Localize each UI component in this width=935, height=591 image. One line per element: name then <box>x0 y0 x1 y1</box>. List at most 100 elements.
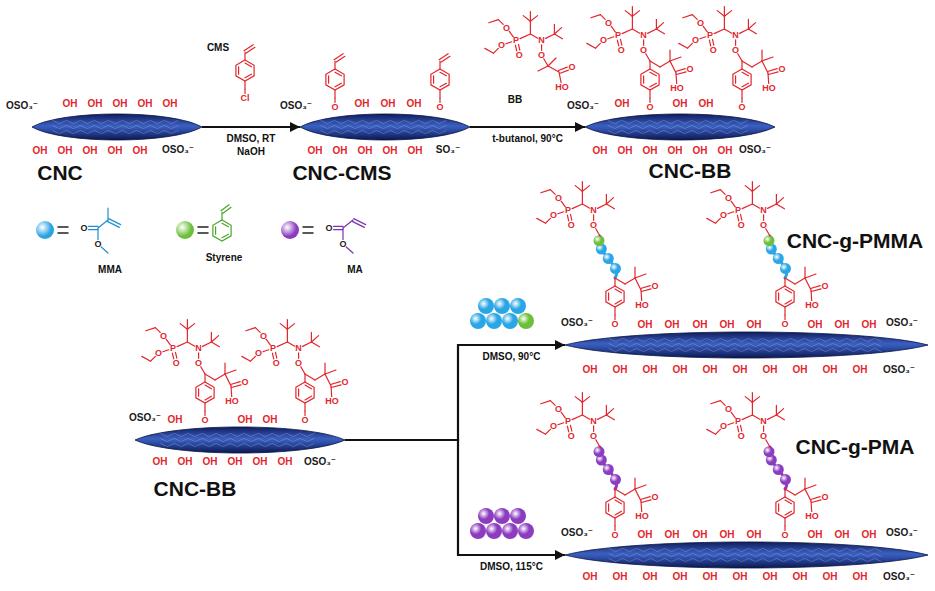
bond-line <box>615 300 621 304</box>
hydroxyl-group: OH <box>615 99 630 109</box>
surface-group: OSO₃⁻ <box>162 145 194 155</box>
arrow-line <box>470 126 585 128</box>
bond-line <box>776 405 777 415</box>
bond-line <box>741 61 742 69</box>
bond-line <box>632 16 633 29</box>
bond-line <box>641 497 651 500</box>
atom-label: O <box>516 50 523 59</box>
bond-line <box>641 500 651 503</box>
hydroxyl-group: OH <box>407 99 422 109</box>
bond-line <box>707 218 716 223</box>
atom-label: O <box>725 193 732 202</box>
bond-line <box>632 11 639 17</box>
bond-line <box>713 39 714 45</box>
bond-line <box>742 83 748 87</box>
hydroxyl-group: OH <box>665 530 680 540</box>
benzene-ring <box>196 382 214 403</box>
monomer-ball <box>510 298 526 314</box>
legend-text: MMA <box>98 265 122 275</box>
atom-label: O <box>339 240 346 249</box>
hydroxyl-group: OH <box>593 146 608 156</box>
bond-line <box>776 194 777 204</box>
bond-line <box>246 328 256 331</box>
bond-line <box>656 23 663 29</box>
hydroxyl-group: OH <box>668 146 683 156</box>
bond-line <box>89 226 99 227</box>
bond-line <box>776 198 783 204</box>
bond-line <box>221 212 222 220</box>
bond-line <box>608 293 609 300</box>
bond-line <box>784 518 785 526</box>
bond-line <box>776 415 784 420</box>
atom-label: P <box>735 417 741 426</box>
bond-line <box>97 228 98 240</box>
bond-line <box>606 409 613 415</box>
hydroxyl-group: OH <box>613 365 628 375</box>
bond-line <box>550 401 555 406</box>
bond-line <box>711 401 721 404</box>
nanocrystal-body <box>565 542 928 568</box>
benzene-ring <box>641 69 659 90</box>
bond-line <box>591 15 601 18</box>
atom-label: O <box>538 50 545 59</box>
bond-line <box>330 386 332 397</box>
bond-line <box>230 386 232 397</box>
bond-line <box>766 440 770 447</box>
bond-line <box>582 402 583 415</box>
bond-line <box>804 267 805 278</box>
monomer-ball <box>610 474 621 485</box>
bond-line <box>231 385 241 388</box>
bond-line <box>494 48 499 53</box>
hydroxyl-group: OH <box>733 365 748 375</box>
bond-line <box>740 29 749 33</box>
bond-line <box>785 300 791 304</box>
bond-line <box>776 204 784 209</box>
bond-line <box>600 15 605 20</box>
bond-line <box>598 204 607 208</box>
hydroxyl-group: OH <box>673 572 688 582</box>
hydroxyl-group: OH <box>355 99 370 109</box>
bond-line <box>615 289 621 293</box>
atom-label: O <box>255 349 262 358</box>
bond-line <box>558 67 567 70</box>
equals-sign <box>58 226 68 228</box>
cellulose-chain <box>609 548 882 551</box>
bond-line <box>752 61 762 67</box>
arrowhead <box>555 340 565 350</box>
bond-line <box>692 15 697 20</box>
atom-label: P <box>735 206 741 215</box>
bond-line <box>287 324 294 330</box>
hydroxyl-group: OH <box>673 99 688 109</box>
bond-line <box>608 504 609 511</box>
bond-line <box>784 489 785 497</box>
nanocrystal-rod <box>565 541 928 569</box>
bond-line <box>724 11 731 17</box>
bond-line <box>575 397 582 403</box>
monomer-ball <box>470 523 486 539</box>
bond-line <box>735 76 736 83</box>
bond-line <box>606 204 614 209</box>
hydroxyl-group: OH <box>253 457 268 467</box>
atom-label: O <box>611 320 618 329</box>
condition-label: DMSO, RT NaOH <box>219 133 283 158</box>
bond-line <box>752 191 753 204</box>
hydroxyl-group: OH <box>638 320 653 330</box>
reaction-arrow <box>470 122 585 132</box>
atom-label: O <box>611 531 618 540</box>
bond-line <box>506 42 512 44</box>
monomer-ball <box>486 523 502 539</box>
bond-line <box>303 342 312 346</box>
bond-line <box>177 342 187 347</box>
nanocrystal-rod <box>300 113 470 141</box>
bond-line <box>711 190 721 193</box>
bond-line <box>187 342 194 346</box>
bond-line <box>728 212 734 214</box>
atom-label: O <box>697 18 704 27</box>
bond-line <box>778 293 779 300</box>
bond-line <box>331 382 341 385</box>
atom-label: O <box>568 431 575 440</box>
bond-line <box>716 429 721 434</box>
monomer-ball <box>773 253 784 264</box>
bond-line <box>541 401 551 404</box>
bond-line <box>146 328 156 331</box>
